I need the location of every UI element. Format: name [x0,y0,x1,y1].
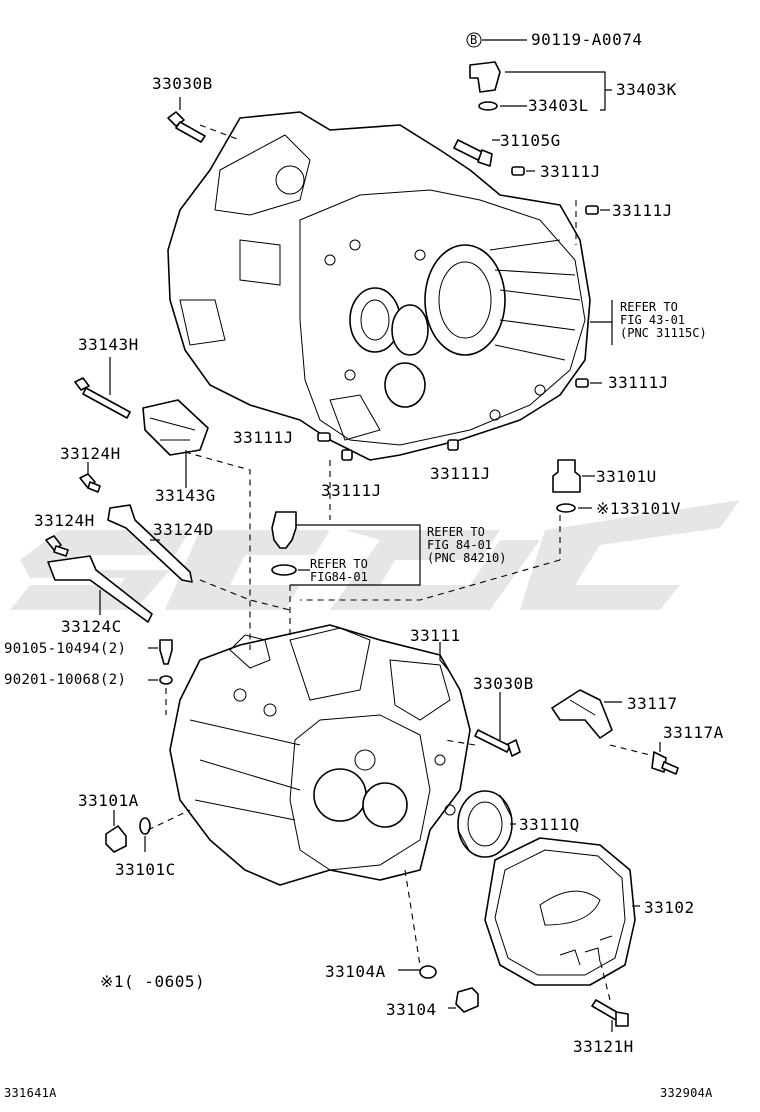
bolt-31105g [453,139,493,167]
label-33102: 33102 [644,898,695,917]
b-marker-circle [466,32,482,48]
label-33143h: 33143H [78,335,139,354]
b-marker-text: B [470,33,478,47]
bolt-33121h [591,999,629,1027]
label-33111j-5: 33111J [321,481,382,500]
label-33111j-3: 33111J [608,373,669,392]
label-33101a: 33101A [78,791,139,810]
bolt-33117a [651,751,679,775]
bolt-33124h-1 [79,473,101,493]
label-33117a: 33117A [663,723,724,742]
label-90105-10494: 90105-10494(2) [4,641,127,657]
transmission-case-lower [169,624,471,886]
bolt-33030b [167,111,206,143]
label-33124c: 33124C [61,617,122,636]
shift-lever-33124d [107,504,193,583]
label-33101c: 33101C [115,860,176,879]
label-33403k: 33403K [616,80,677,99]
label-90119-a0074: 90119-A0074 [531,30,643,49]
label-33117: 33117 [627,694,678,713]
watermark-logo [10,500,740,610]
label-33111j-2: 33111J [612,201,673,220]
figure-code-right: 332904A [660,1086,713,1100]
label-31105g: 31105G [500,131,561,150]
label-33104a: 33104A [325,962,386,981]
label-33121h: 33121H [573,1037,634,1056]
label-33124h-1: 33124H [60,444,121,463]
transmission-cover [484,837,636,986]
label-33403l: 33403L [528,96,589,115]
label-33111j-1: 33111J [540,162,601,181]
shift-lever-33124c [47,555,153,623]
label-33101u: 33101U [596,467,657,486]
label-90201-10068: 90201-10068(2) [4,672,127,688]
label-33124d: 33124D [153,520,214,539]
label-33111j-6: 33111J [430,464,491,483]
bolt-33143h [74,377,131,419]
plug-33104 [419,965,479,1013]
bracket-33117 [551,689,613,739]
label-33030b-top: 33030B [152,74,213,93]
transaxle-housing-upper [167,111,591,461]
label-33030b-mid: 33030B [473,674,534,693]
label-33111: 33111 [410,626,461,645]
dowel-pins [317,166,599,461]
label-33104: 33104 [386,1000,437,1019]
label-33143g: 33143G [155,486,216,505]
refer-fig-84-01-b[interactable]: REFER TO FIG84-01 [310,557,368,584]
figure-code-left: 331641A [4,1086,57,1100]
footnote: ※1( -0605) [100,972,206,991]
bolt-33030b-mid [474,729,521,757]
label-33111j-4: 33111J [233,428,294,447]
bolt-33124h-2 [45,535,69,557]
label-133101v: ※133101V [596,499,681,518]
speed-sensor [271,511,297,576]
oil-seal [457,790,513,858]
breather-plug [469,61,501,111]
drain-plug-33101a [105,817,151,853]
bracket-33143g [142,399,209,456]
label-33111q: 33111Q [519,815,580,834]
label-33124h-2: 33124H [34,511,95,530]
bolt-90105 [159,639,173,685]
refer-fig-84-01-a[interactable]: REFER TO FIG 84-01 (PNC 84210) [427,525,507,565]
sensor-33101u [552,459,581,513]
refer-fig-43-01[interactable]: REFER TO FIG 43-01 (PNC 31115C) [620,300,707,340]
